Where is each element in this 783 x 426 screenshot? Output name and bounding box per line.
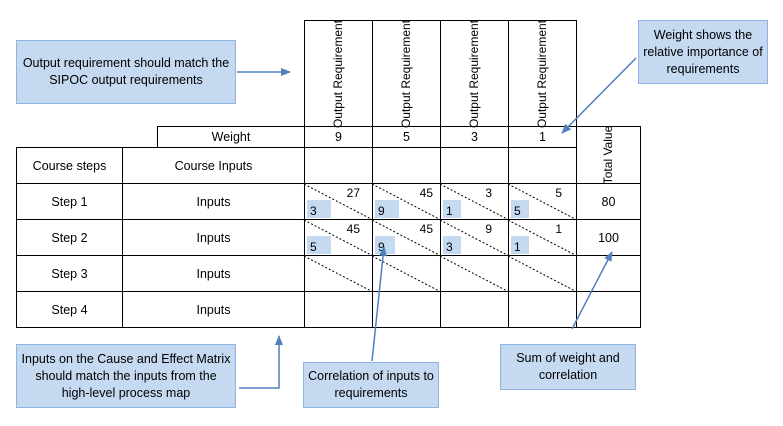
callout-correlation: Correlation of inputs to requirements [303,362,439,408]
score-value: 45 [419,186,433,200]
callout-sum: Sum of weight and correlation [500,344,636,390]
callout-output-requirement: Output requirement should match the SIPO… [16,40,236,104]
correlation-value: 3 [443,236,461,254]
score-value: 3 [485,186,492,200]
correlation-value: 5 [511,200,529,218]
callout-weight: Weight shows the relative importance of … [638,20,768,84]
cell-diagonals [303,183,578,293]
score-value: 45 [419,222,433,236]
total-value [576,291,641,328]
correlation-value: 3 [307,200,331,218]
correlation-value: 9 [375,200,399,218]
correlation-value: 5 [307,236,331,254]
score-value: 9 [485,222,492,236]
arrow-inputs [239,335,283,389]
arrow-correlation [371,246,388,362]
arrow-weight [561,57,637,134]
arrow-sum-to-100 [571,251,613,330]
correlation-value: 1 [511,236,529,254]
correlation-value: 1 [443,200,461,218]
callout-inputs: Inputs on the Cause and Effect Matrix sh… [16,344,236,408]
score-value: 5 [555,186,562,200]
score-value: 45 [346,222,360,236]
score-value: 27 [346,186,360,200]
score-value: 1 [555,222,562,236]
